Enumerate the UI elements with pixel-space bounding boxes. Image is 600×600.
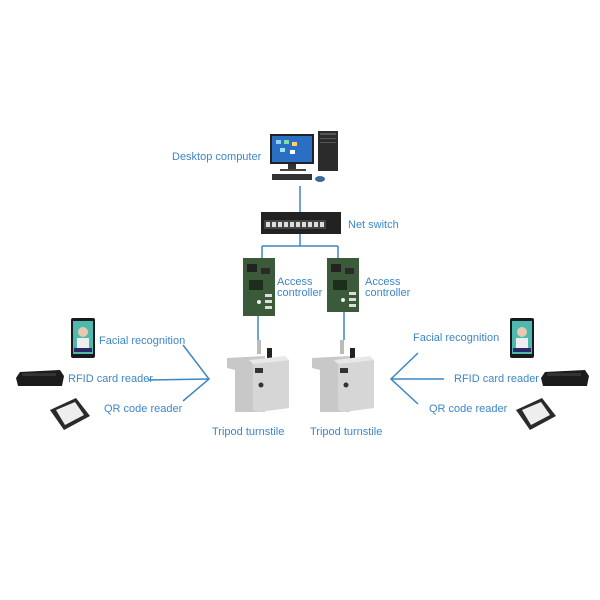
access-controller-right-label: Access controller: [365, 276, 411, 299]
access-controller-left-icon: [243, 258, 275, 316]
facial-recognition-left-label: Facial recognition: [99, 335, 186, 347]
turnstile-left-icon: [225, 340, 295, 415]
qr-reader-left-icon: [46, 396, 92, 432]
facial-recognition-left-icon: [71, 318, 95, 358]
desktop-computer-icon: [268, 130, 340, 186]
network-switch-icon: [261, 212, 341, 234]
facial-recognition-right-icon: [510, 318, 534, 358]
rfid-card-reader-right-label: RFID card reader: [454, 373, 539, 385]
qr-reader-right-icon: [512, 396, 558, 432]
line-left-arrow: [182, 344, 211, 402]
access-controller-right-icon: [327, 258, 359, 312]
qr-code-reader-left-label: QR code reader: [104, 403, 183, 415]
rfid-reader-right-icon: [541, 368, 589, 388]
rfid-reader-left-icon: [16, 368, 64, 388]
tripod-turnstile-right-label: Tripod turnstile: [310, 426, 383, 438]
facial-recognition-right-label: Facial recognition: [413, 332, 500, 344]
net-switch-label: Net switch: [348, 219, 399, 231]
rfid-card-reader-left-label: RFID card reader: [68, 373, 153, 385]
turnstile-right-icon: [310, 340, 380, 415]
desktop-computer-label: Desktop computer: [172, 151, 262, 163]
line-left-rfid: [147, 378, 210, 381]
qr-code-reader-right-label: QR code reader: [429, 403, 508, 415]
access-controller-left-label: Access controller: [277, 276, 323, 299]
tripod-turnstile-left-label: Tripod turnstile: [212, 426, 285, 438]
